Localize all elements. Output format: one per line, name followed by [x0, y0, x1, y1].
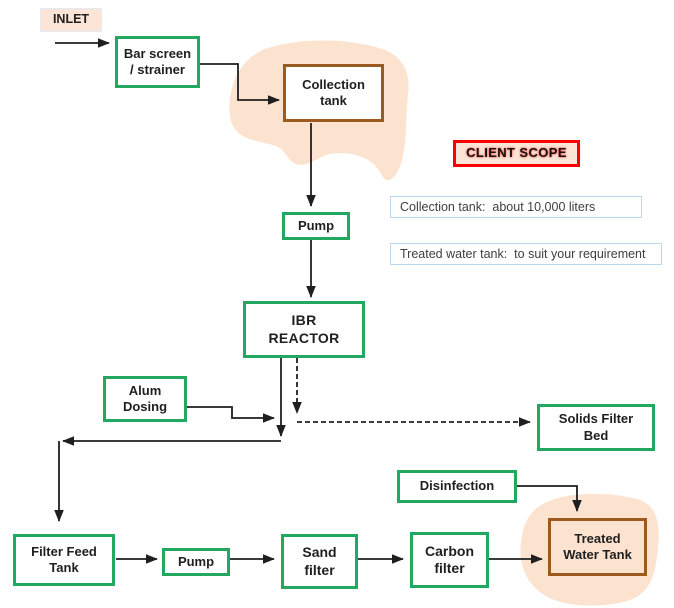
node-pump-1: Pump	[282, 212, 350, 240]
node-ibr-reactor: IBR REACTOR	[243, 301, 365, 358]
arrow-bar-screen-to-collection-tank	[200, 63, 280, 105]
node-solids-filter-bed: Solids Filter Bed	[537, 404, 655, 451]
highlight-blob-treated-water-tank	[520, 493, 659, 606]
node-treated-water-tank: Treated Water Tank	[548, 518, 647, 576]
node-carbon-filter: Carbon filter	[410, 532, 489, 588]
arrow-disinfection-to-treated-tank	[517, 485, 582, 512]
client-scope-badge: CLIENT SCOPE	[453, 140, 580, 167]
node-disinfection: Disinfection	[397, 470, 517, 503]
node-inlet: INLET	[40, 8, 102, 32]
node-alum-dosing: Alum Dosing	[103, 376, 187, 422]
arrow-alum-dosing-to-line	[187, 406, 275, 423]
note-collection-tank: Collection tank: about 10,000 liters	[390, 196, 642, 218]
node-filter-feed-tank: Filter Feed Tank	[13, 534, 115, 586]
node-pump-2: Pump	[162, 548, 230, 576]
node-sand-filter: Sand filter	[281, 534, 358, 589]
note-treated-water-tank: Treated water tank: to suit your require…	[390, 243, 662, 265]
node-bar-screen: Bar screen / strainer	[115, 36, 200, 88]
node-collection-tank: Collection tank	[283, 64, 384, 122]
